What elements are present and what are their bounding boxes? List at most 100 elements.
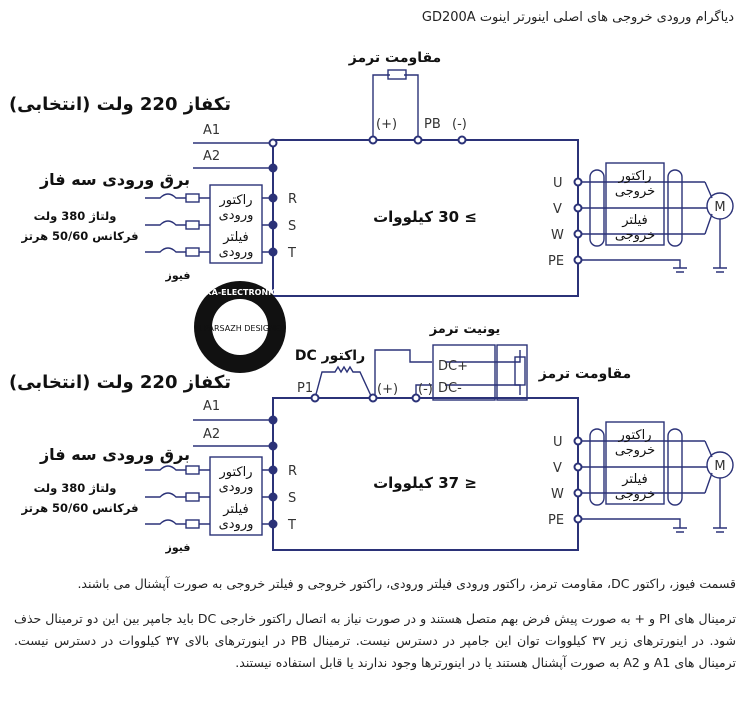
power-label: ≤ 37 کیلووات — [373, 474, 477, 492]
input-reactor-label-2: ورودی — [219, 480, 254, 495]
motor-label: M — [714, 459, 725, 474]
a-lines — [193, 142, 273, 169]
t-label: T — [287, 246, 296, 261]
input-filter-box — [209, 456, 263, 536]
watermark-sub: IR PARSAZH DESIGNED — [194, 324, 287, 333]
wiring-diagram: مقاومت ترمز (+) PB (-) تکفاز 220 ولت (ان… — [9, 50, 734, 554]
u-label: U — [553, 176, 563, 191]
watermark-logo: IR PARSAZH DESIGNED SICKA-ELECTRONIC.IR — [191, 281, 289, 373]
plus-label: (+) — [376, 117, 397, 132]
a2-label: A2 — [203, 427, 220, 442]
ground-icon — [673, 527, 727, 533]
input-reactor-label: راکتور — [219, 193, 253, 208]
power-label: ≥ 30 کیلووات — [373, 208, 477, 226]
fuse-label: فیوز — [165, 269, 191, 282]
dc-reactor-symbol — [314, 365, 373, 399]
a1-label: A1 — [203, 123, 220, 138]
input-filter-label: فیلتر — [222, 502, 249, 517]
frequency-label: فرکانس 50/60 هرتز — [20, 501, 138, 515]
terminal-u — [573, 177, 583, 187]
brake-resistor-wire — [372, 74, 419, 140]
minus-label: (-) — [418, 382, 433, 397]
plus-label: (+) — [377, 382, 398, 397]
terminal-a1 — [268, 415, 278, 425]
single-phase-label: تکفاز 220 ولت (انتخابی) — [9, 372, 231, 393]
terminal-r — [268, 465, 278, 475]
terminal-w — [573, 488, 583, 498]
terminal-p1 — [310, 393, 320, 403]
terminal-pb — [413, 135, 423, 145]
motor-icon — [706, 451, 734, 479]
p1-label: P1 — [297, 381, 313, 396]
input-filter-label-2: ورودی — [219, 245, 254, 260]
pe-label: PE — [548, 254, 564, 269]
minus-label: (-) — [452, 117, 467, 132]
terminal-t — [268, 247, 278, 257]
input-lines — [145, 465, 273, 529]
output-filter-label: فیلتر — [621, 213, 648, 228]
terminal-a2 — [268, 441, 278, 451]
ground-icon — [673, 267, 727, 273]
terminal-a1 — [268, 138, 278, 148]
terminal-r — [268, 193, 278, 203]
three-phase-label: برق ورودی سه فاز — [39, 170, 190, 189]
motor-label: M — [714, 200, 725, 215]
brake-unit-box — [432, 344, 496, 401]
a1-label: A1 — [203, 399, 220, 414]
input-reactor-label-2: ورودی — [219, 208, 254, 223]
v-label: V — [553, 202, 562, 217]
optional-parts-note: قسمت فیوز، راکتور DC، مقاومت ترمز، راکتو… — [77, 576, 736, 591]
output-filter-box — [605, 162, 665, 246]
w-label: W — [551, 228, 564, 243]
output-choke-2 — [667, 169, 683, 247]
a2-label: A2 — [203, 149, 220, 164]
output-filter-label: فیلتر — [621, 472, 648, 487]
output-lines — [578, 440, 721, 528]
frequency-label: فرکانس 50/60 هرتز — [20, 229, 138, 243]
diagram-bottom: یونیت ترمز راکتور DC DC+ DC- مقاومت ترمز… — [9, 322, 734, 554]
fuse-label: فیوز — [165, 541, 191, 554]
dc-minus-label: DC- — [438, 381, 462, 396]
v-label: V — [553, 461, 562, 476]
u-label: U — [553, 435, 563, 450]
output-reactor-label-2: خروجی — [615, 443, 655, 458]
s-label: S — [288, 219, 296, 234]
dc-reactor-label: راکتور DC — [295, 348, 365, 364]
terminal-s — [268, 220, 278, 230]
voltage-label: ولتاژ 380 ولت — [34, 209, 117, 224]
terminal-pe — [573, 514, 583, 524]
output-filter-label-2: خروجی — [615, 487, 655, 502]
input-filter-box — [209, 184, 263, 264]
voltage-label: ولتاژ 380 ولت — [34, 481, 117, 496]
output-reactor-label: راکتور — [618, 428, 652, 443]
terminal-v — [573, 462, 583, 472]
output-reactor-label-2: خروجی — [615, 184, 655, 199]
page-title: دیاگرام ورودی خروجی های اصلی اینورتر این… — [421, 10, 734, 25]
pb-label: PB — [424, 117, 441, 132]
terminal-pe — [573, 255, 583, 265]
terminal-minus — [457, 135, 467, 145]
output-choke-1 — [589, 428, 605, 506]
terminal-minus — [411, 393, 421, 403]
terminal-notes: ترمینال های PI و + به صورت پیش فرض بهم م… — [14, 611, 737, 670]
brake-resistor-label: مقاومت ترمز — [348, 50, 441, 66]
r-label: R — [288, 464, 297, 479]
terminal-w — [573, 229, 583, 239]
inverter-box — [272, 139, 579, 297]
r-label: R — [288, 192, 297, 207]
input-lines — [145, 193, 273, 257]
pe-label: PE — [548, 513, 564, 528]
brake-resistor-symbol — [514, 356, 526, 386]
input-reactor-label: راکتور — [219, 465, 253, 480]
output-choke-2 — [667, 428, 683, 506]
w-label: W — [551, 487, 564, 502]
brake-unit-wires — [374, 349, 521, 398]
brake-resistor-symbol — [387, 69, 407, 80]
output-choke-1 — [589, 169, 605, 247]
output-filter-label-2: خروجی — [615, 228, 655, 243]
terminal-a2 — [268, 163, 278, 173]
terminal-t — [268, 519, 278, 529]
output-filter-box — [605, 421, 665, 505]
terminal-s — [268, 492, 278, 502]
brake-resistor-label: مقاومت ترمز — [538, 366, 631, 382]
